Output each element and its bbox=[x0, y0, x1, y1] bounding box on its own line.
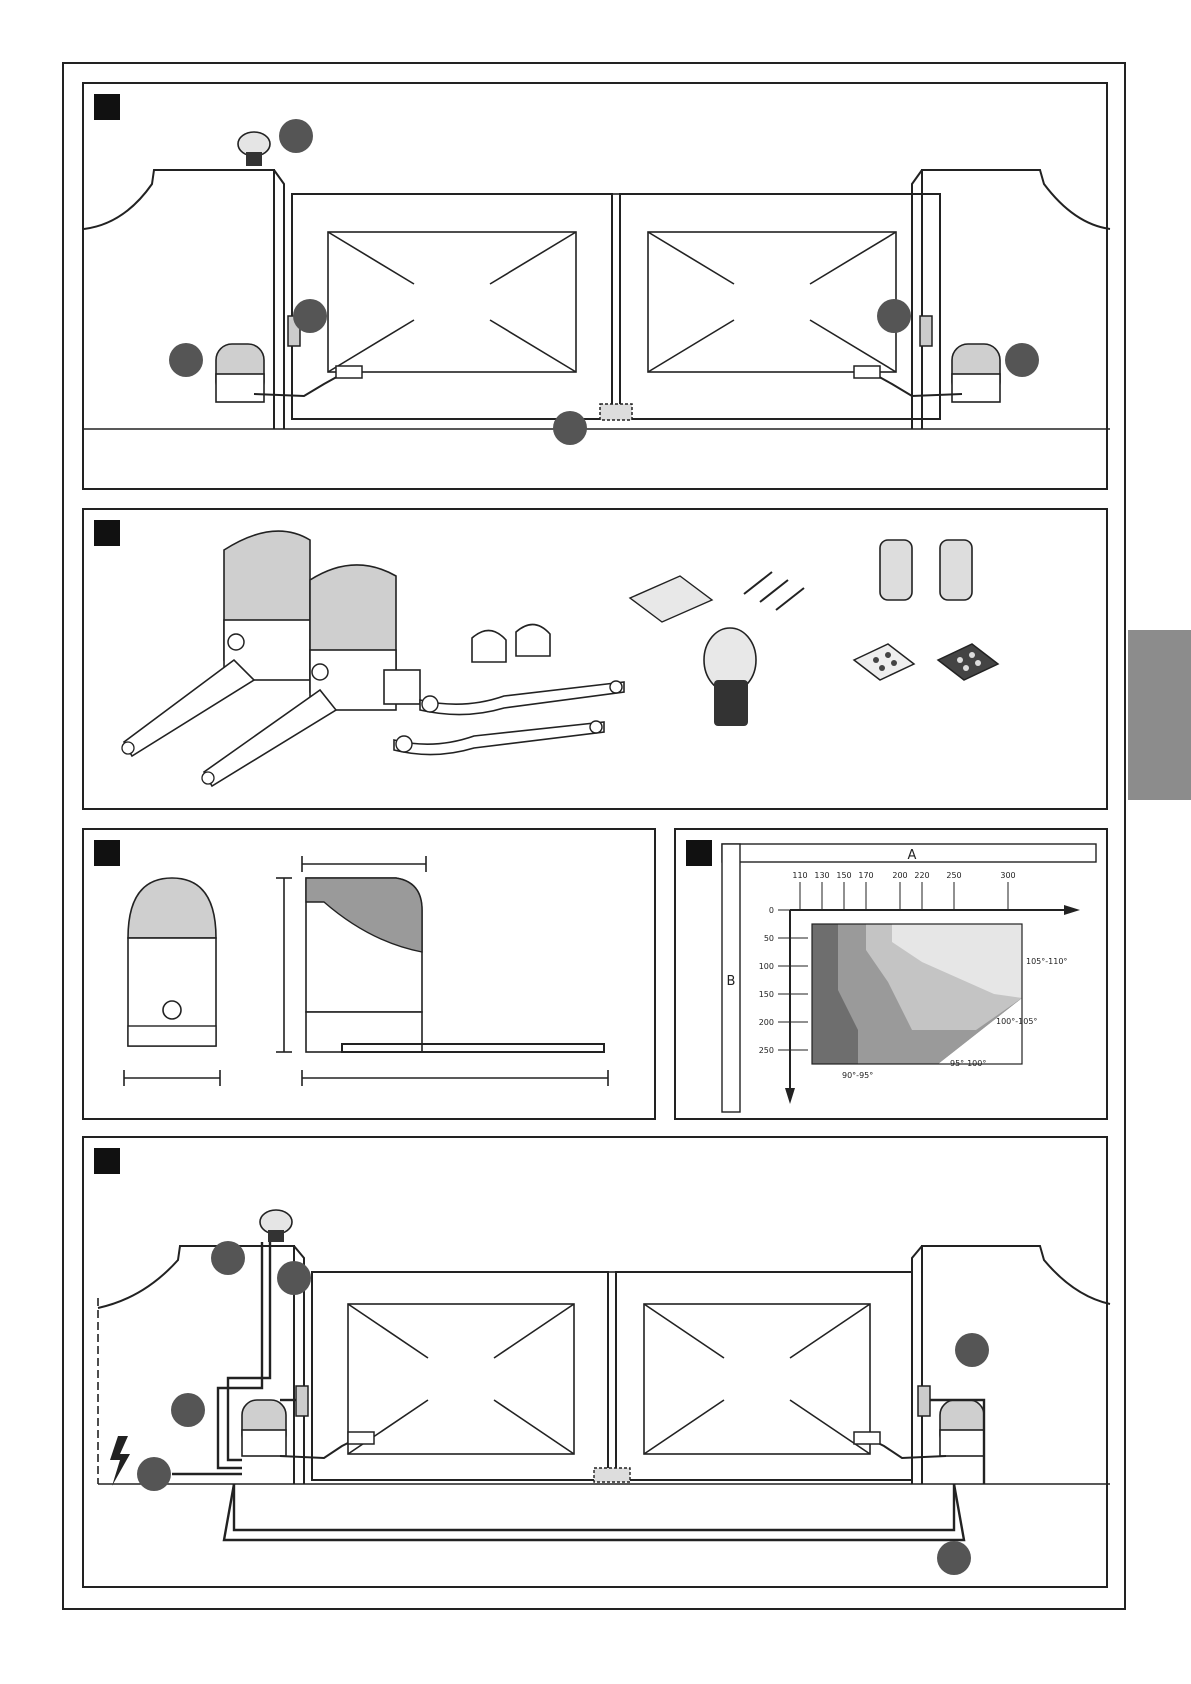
region-label-105-110: 105°-110° bbox=[1026, 957, 1067, 966]
figure-2-package-contents bbox=[84, 510, 1110, 812]
region-label-90-95: 90°-95° bbox=[842, 1071, 873, 1080]
y-tick-label: 200 bbox=[759, 1018, 774, 1027]
region-label-100-105: 100°-105° bbox=[996, 1017, 1037, 1026]
figure-1-panel bbox=[82, 82, 1108, 490]
y-axis-arrow bbox=[785, 1088, 795, 1104]
figure-1-gate-diagram bbox=[84, 84, 1110, 492]
y-tick-label: 50 bbox=[764, 934, 774, 943]
y-axis-label: B bbox=[727, 974, 736, 989]
y-tick-label: 150 bbox=[759, 990, 774, 999]
y-tick-label: 250 bbox=[759, 1046, 774, 1055]
x-tick-label: 220 bbox=[914, 871, 929, 880]
remote-transmitter-light bbox=[854, 644, 914, 680]
y-tick-group: 0 50 100 150 200 250 bbox=[759, 906, 808, 1055]
remote-transmitter-dark bbox=[938, 644, 998, 680]
x-axis-arrow bbox=[1064, 905, 1080, 915]
x-tick-label: 110 bbox=[792, 871, 807, 880]
opening-angle-chart: A B 110 130 150 170 200 220 250 300 0 50 100 150 20… bbox=[676, 830, 1110, 1122]
section-side-tab bbox=[1128, 630, 1191, 800]
x-tick-group: 110 130 150 170 200 220 250 300 bbox=[792, 871, 1015, 910]
x-tick-label: 130 bbox=[814, 871, 829, 880]
x-tick-label: 300 bbox=[1000, 871, 1015, 880]
figure-3-panel bbox=[82, 828, 656, 1120]
y-tick-label: 100 bbox=[759, 962, 774, 971]
x-tick-label: 250 bbox=[946, 871, 961, 880]
x-tick-label: 170 bbox=[858, 871, 873, 880]
flashing-light bbox=[704, 628, 756, 726]
figure-3-dimensions bbox=[84, 830, 658, 1122]
x-axis-label: A bbox=[908, 848, 917, 863]
region-label-95-100: 95°-100° bbox=[950, 1059, 986, 1068]
figure-4-panel: A B 110 130 150 170 200 220 250 300 0 50 100 150 20… bbox=[674, 828, 1108, 1120]
figure-5-wiring-diagram bbox=[84, 1138, 1110, 1590]
power-supply-icon bbox=[110, 1436, 130, 1486]
x-tick-label: 200 bbox=[892, 871, 907, 880]
figure-5-panel bbox=[82, 1136, 1108, 1588]
figure-2-panel bbox=[82, 508, 1108, 810]
x-tick-label: 150 bbox=[836, 871, 851, 880]
y-tick-label: 0 bbox=[769, 906, 774, 915]
